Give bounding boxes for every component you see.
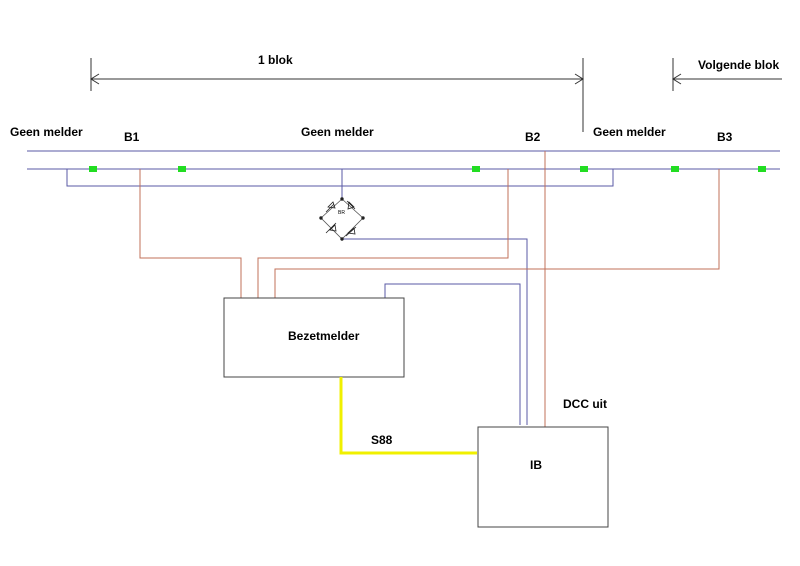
diode-icon [325,201,336,213]
detector-common-wire [384,283,521,425]
diode-icon [325,222,337,234]
common-return-wire [66,169,614,187]
rectifier-to-ib-wire [342,238,528,425]
arrow-left-icon [90,73,100,85]
node-dot [340,237,344,241]
bridge-rectifier [319,197,365,241]
common-wiring [66,169,614,425]
arrow-left-icon [672,73,682,85]
ib-label: IB [530,458,542,472]
insulator-marker [671,166,679,172]
node-dot [319,216,323,220]
diode-icon [346,200,356,210]
b2-label: B2 [525,130,541,144]
b3-feed-wire [274,169,720,298]
arrow-right-icon [574,73,584,85]
block-dimension [90,58,584,132]
insulators [89,166,766,172]
insulator-marker [758,166,766,172]
feed-wiring [139,151,720,427]
occupancy-detector-box [223,297,405,378]
insulator-marker [472,166,480,172]
b2-feed-wire [257,169,509,298]
b1-feed-wire [139,169,242,298]
next-block-dimension [672,58,782,91]
insulator-marker [89,166,97,172]
no-detector-label-left: Geen melder [10,125,83,139]
insulator-marker [580,166,588,172]
block-label: 1 blok [258,53,293,67]
next-block-label: Volgende blok [698,58,779,72]
dcc-out-label: DCC uit [563,397,607,411]
b3-label: B3 [717,130,733,144]
diode-icon [345,226,357,237]
rectifier-outline [320,198,364,240]
ib-box [477,426,609,528]
rectifier-label: BR [338,210,345,216]
b1-label: B1 [124,130,140,144]
node-dot [361,216,365,220]
occupancy-detector-label: Bezetmelder [288,329,360,343]
no-detector-label-middle: Geen melder [301,125,374,139]
no-detector-label-right: Geen melder [593,125,666,139]
insulator-marker [178,166,186,172]
node-dot [340,197,344,201]
s88-label: S88 [371,433,393,447]
s88-bus [339,377,477,455]
rails [27,150,780,170]
